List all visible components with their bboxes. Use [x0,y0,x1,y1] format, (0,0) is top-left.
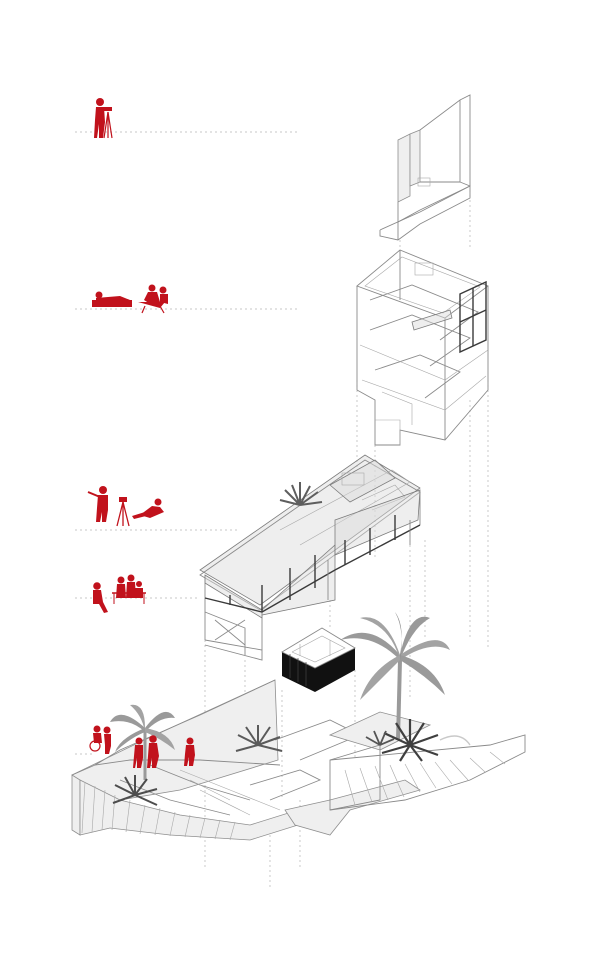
palm-tree-small [110,704,175,780]
figure-child [184,737,195,766]
level-lines [75,131,300,755]
figure-tripod-camera [116,497,130,527]
figure-table-group [112,574,146,604]
fence-hatching [81,751,506,841]
figure-standing-group [133,735,159,768]
figure-seated-woman [93,582,108,613]
agave-plants [112,719,471,806]
figure-lounging-person [92,291,132,307]
figure-wheelchair-person [89,725,111,754]
dark-cube-volume [281,627,356,692]
upper-frame-structure [356,249,489,446]
figure-photographer [94,98,113,139]
palm-tree-large [340,612,450,741]
figure-seated-people [138,284,168,314]
roof-planter-plant [279,482,323,506]
figure-reclining-person [132,498,164,519]
top-wall-fragment [379,94,471,241]
first-floor-volume [204,489,421,661]
ground-level-terrain [71,679,526,841]
figure-pointing-person [87,486,108,522]
